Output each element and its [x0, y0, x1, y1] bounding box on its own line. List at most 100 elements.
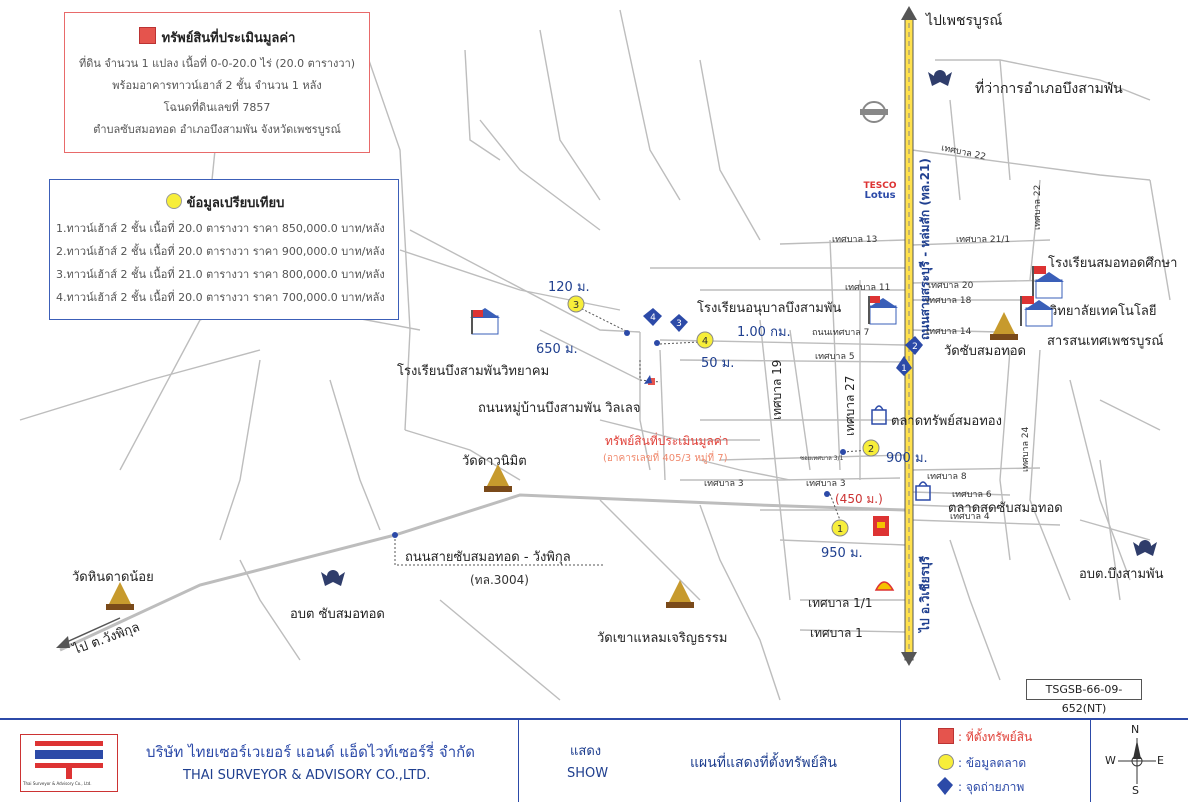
garuda-icon-obt-bsp: [1133, 540, 1157, 556]
road-label-t13: เทศบาล 13: [832, 235, 878, 245]
label-fresh-market: ตลาดสดซับสมอทอด: [948, 501, 1063, 516]
road-label-t8: เทศบาล 8: [927, 472, 967, 482]
label-somthod-suksa: โรงเรียนสมอทอดศึกษา: [1048, 256, 1178, 271]
distance-950: 950 ม.: [821, 546, 863, 561]
svg-text:2: 2: [912, 342, 918, 352]
comparables-title: ข้อมูลเปรียบเทียบ: [186, 196, 285, 211]
label-village-road: ถนนหมู่บ้านบึงสามพัน วิลเลจ: [478, 401, 641, 416]
company-logo: Thai Surveyor & Advisory Co., Ltd.: [20, 734, 118, 792]
distance-900: 900 ม.: [886, 451, 928, 466]
label-market-somthong: ตลาดทรัพย์สมอทอง: [891, 414, 1002, 429]
location-map: 1 2 3 4 1 2 3 4 TESCO Lotus: [19, 6, 1171, 701]
comparable-marker-4: [696, 331, 714, 349]
school-icon-tech-college: [1020, 296, 1054, 327]
road-label-t18: เทศบาล 18: [926, 296, 972, 306]
comparable-num-3: 3: [573, 300, 579, 311]
show-th: แสดง: [570, 744, 602, 759]
arrow-west-icon: [56, 636, 70, 648]
arrow-north-icon: [901, 6, 917, 20]
garuda-icon-obt-sapsomthod: [321, 570, 345, 586]
legend-photo: : จุดถ่ายภาพ: [958, 780, 1025, 794]
road-label-t6: เทศบาล 6: [952, 490, 992, 500]
subject-line-1: ที่ดิน จำนวน 1 แปลง เนื้อที่ 0-0-20.0 ไร…: [78, 57, 356, 70]
subject-line-4: ตำบลซับสมอทอด อำเภอบึงสามพัน จังหวัดเพชร…: [93, 123, 341, 136]
label-tech-college: วิทยาลัยเทคโนโลยี: [1050, 304, 1157, 319]
road-label-t22v: เทศบาล 22: [1033, 184, 1043, 230]
road-label-t19: เทศบาล 19: [770, 359, 784, 420]
label-wat-daonimit: วัดดาวนิมิต: [462, 454, 527, 469]
svg-text:1: 1: [901, 364, 907, 374]
thai-flag-logo-icon: [35, 741, 103, 779]
label-road-3004-code: (ทล.3004): [470, 573, 529, 587]
comparables-box: ข้อมูลเปรียบเทียบ 1.ทาวน์เฮ้าส์ 2 ชั้น เ…: [49, 179, 399, 320]
comparable-marker-1: [831, 519, 849, 537]
compass-n: N: [1131, 723, 1140, 736]
legend-property: : ที่ตั้งทรัพย์สิน: [958, 730, 1033, 744]
label-wat-sapsomthod: วัดซับสมอทอด: [944, 344, 1026, 359]
road-label-t4: เทศบาล 4: [950, 512, 990, 522]
school-icon-kindergarten: [868, 296, 898, 325]
subject-line-3: โฉนดที่ดินเลขที่ 7857: [163, 101, 271, 114]
compass-e: E: [1157, 754, 1164, 767]
road-label-t21-1: เทศบาล 21/1: [956, 235, 1011, 245]
label-wat-hindatnoi: วัดหินดาดน้อย: [72, 570, 154, 585]
tesco-logo-text: TESCO: [863, 181, 896, 191]
compass-s: S: [1132, 784, 1139, 797]
photo-point-markers: 1 2 3 4: [643, 308, 923, 376]
label-subject-property: ทรัพย์สินที่ประเมินมูลค่า: [605, 434, 729, 448]
garuda-icon-district: [928, 70, 952, 86]
label-main-road: ถนนสายสระบุรี - หล่มสัก (ทล.21): [918, 158, 932, 340]
label-bsp-wittayakhom: โรงเรียนบึงสามพันวิทยาคม: [397, 364, 550, 379]
road-label-t20: เทศบาล 20: [928, 281, 974, 291]
photo-marker-3: 3: [670, 314, 688, 332]
bank-logo-icon: [873, 516, 889, 536]
road-label-t3: เทศบาล 3: [704, 479, 744, 489]
shell-logo-icon: [874, 581, 895, 591]
document-code: TSGSB-66-09-652(NT): [1026, 679, 1142, 715]
road-label-t27: เทศบาล 27: [843, 375, 857, 436]
comparable-num-2: 2: [868, 444, 874, 455]
svg-text:3: 3: [676, 319, 682, 329]
distance-120: 120 ม.: [548, 280, 590, 295]
label-district-office: ที่ว่าการอำเภอบึงสามพัน: [975, 81, 1123, 97]
photo-marker-4: 4: [643, 308, 662, 326]
svg-text:4: 4: [650, 313, 656, 323]
subject-box-title: ทรัพย์สินที่ประเมินมูลค่า: [161, 31, 296, 46]
lotus-logo-text: Lotus: [864, 190, 895, 201]
comparable-item-3: 3.ทาวน์เฮ้าส์ 2 ชั้น เนื้อที่ 21.0 ตาราง…: [56, 268, 385, 281]
label-to-wichianburi: ไป อ.วิเชียรบุรี: [918, 555, 932, 632]
comparable-num-1: 1: [837, 524, 843, 535]
comparable-item-1: 1.ทาวน์เฮ้าส์ 2 ชั้น เนื้อที่ 20.0 ตาราง…: [56, 222, 385, 235]
photo-marker-2: 2: [905, 336, 923, 355]
subject-line-2: พร้อมอาคารทาวน์เฮาส์ 2 ชั้น จำนวน 1 หลัง: [112, 79, 322, 92]
road-label-t1-1: เทศบาล 1/1: [808, 596, 873, 610]
subject-info-box: ทรัพย์สินที่ประเมินมูลค่า ที่ดิน จำนวน 1…: [64, 12, 370, 153]
label-road-3004: ถนนสายซับสมอทอด - วังพิกุล: [405, 550, 571, 565]
temple-icon-khaolaem: [666, 580, 694, 608]
subject-square-icon: [138, 27, 156, 44]
compass-w: W: [1105, 754, 1116, 767]
label-kindergarten: โรงเรียนอนุบาลบึงสามพัน: [697, 301, 842, 316]
label-to-phetchabun: ไปเพชรบูรณ์: [926, 13, 1003, 29]
road-label-t7: ถนนเทศบาล 7: [812, 328, 870, 338]
comparable-item-2: 2.ทาวน์เฮ้าส์ 2 ชั้น เนื้อที่ 20.0 ตาราง…: [56, 245, 385, 258]
footer: Thai Surveyor & Advisory Co., Ltd. บริษั…: [0, 718, 1188, 802]
label-obt-sapsomthod: อบต ซับสมอทอด: [290, 607, 385, 622]
comparable-num-4: 4: [702, 336, 708, 347]
road-label-t1: เทศบาล 1: [810, 626, 863, 640]
comparable-circle-icon: [165, 193, 182, 209]
comparable-marker-2: [862, 439, 880, 457]
legend-property-icon: [938, 728, 954, 744]
road-label-t3b: เทศบาล 3: [806, 479, 846, 489]
comparable-marker-3: [567, 295, 585, 313]
road-label-t24: เทศบาล 24: [1021, 426, 1031, 472]
comparable-item-4: 4.ทาวน์เฮ้าส์ 2 ชั้น เนื้อที่ 20.0 ตาราง…: [56, 291, 385, 304]
company-name-th: บริษัท ไทยเซอร์เวเยอร์ แอนด์ แอ็ดไวท์เซอ…: [146, 743, 475, 761]
label-tech-college2: สารสนเทศเพชรบูรณ์: [1047, 334, 1164, 349]
road-label-t14: เทศบาล 14: [926, 327, 972, 337]
road-label-t5: เทศบาล 5: [815, 352, 855, 362]
market-icon-somthong: [871, 405, 887, 425]
nissan-logo-icon: [860, 101, 888, 123]
distance-450: (450 ม.): [835, 492, 883, 506]
distance-650: 650 ม.: [536, 342, 578, 357]
